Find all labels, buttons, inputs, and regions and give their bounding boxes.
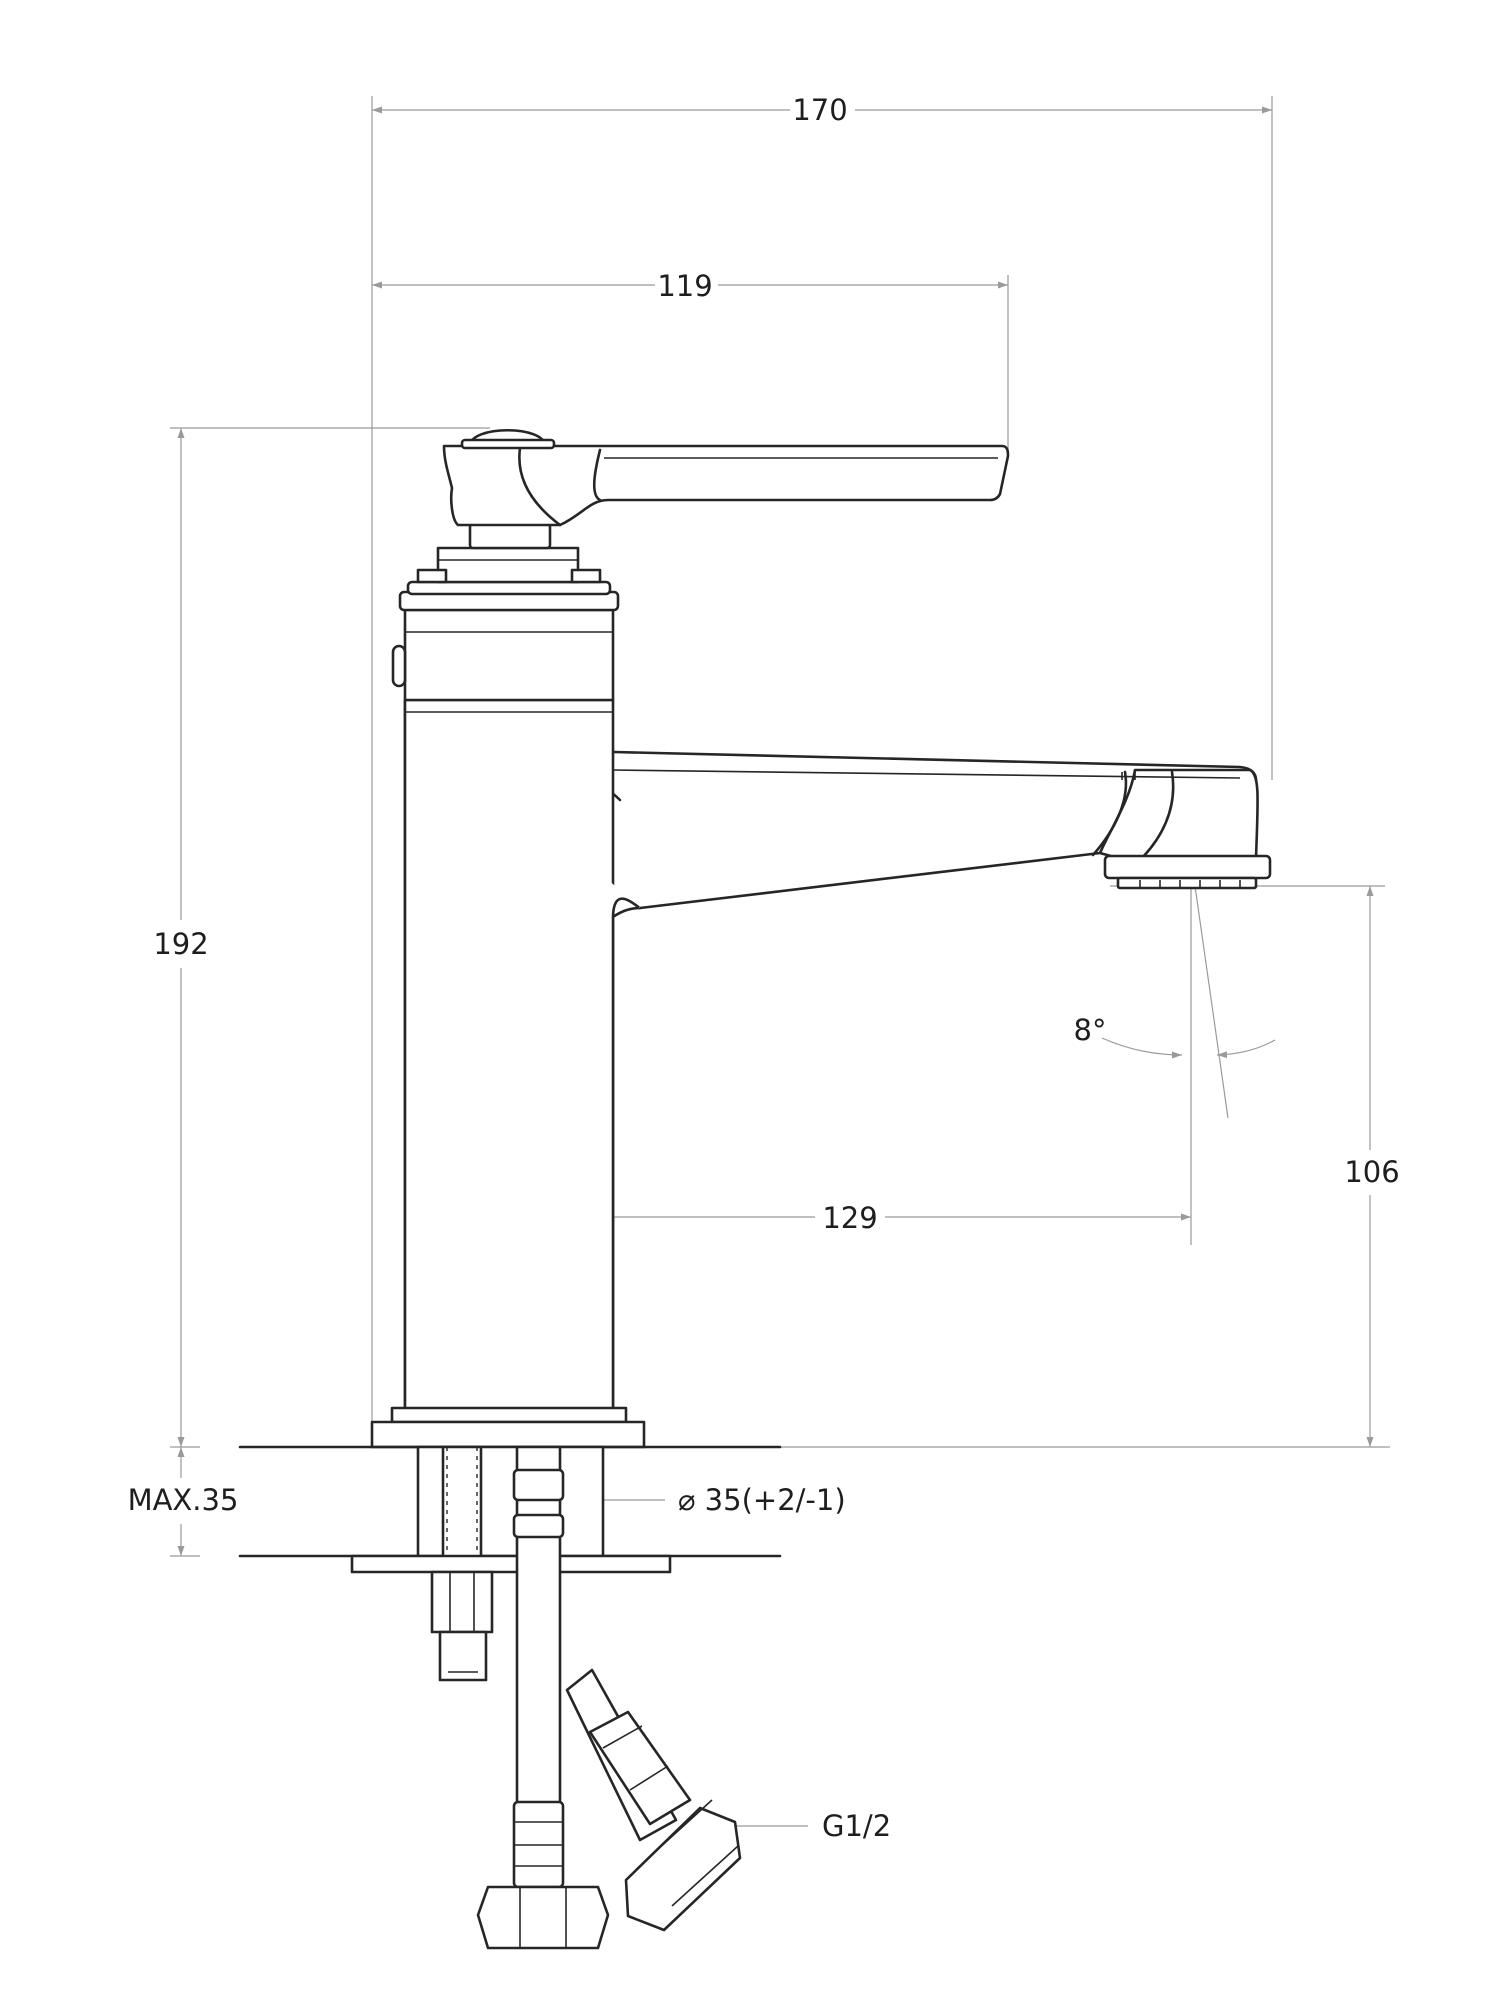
dimension-labels: 170 119 192 129 106 8° MAX.35 ⌀ 35(+2/-1… bbox=[128, 93, 1400, 1843]
mounting-hardware bbox=[238, 1445, 782, 1950]
aerator-holes bbox=[1139, 880, 1241, 888]
base-plate bbox=[370, 1420, 646, 1449]
label-total-height: 192 bbox=[153, 927, 208, 961]
label-handle-reach: 119 bbox=[657, 269, 712, 303]
label-overall-width: 170 bbox=[792, 93, 847, 127]
label-spout-height: 106 bbox=[1344, 1155, 1399, 1189]
hex-nut-cold bbox=[476, 1885, 610, 1950]
handle-lever bbox=[442, 444, 1010, 527]
aerator bbox=[1103, 854, 1272, 880]
label-spray-angle: 8° bbox=[1074, 1013, 1107, 1047]
label-spout-reach: 129 bbox=[822, 1201, 877, 1235]
cartridge-housing bbox=[403, 608, 615, 702]
washer-plate bbox=[350, 1554, 672, 1574]
supply-hose-cold bbox=[515, 1445, 562, 1809]
label-hole-diameter: ⌀ 35(+2/-1) bbox=[678, 1483, 846, 1517]
mounting-nut bbox=[430, 1570, 494, 1634]
base-flange bbox=[390, 1406, 628, 1424]
hex-nut-hot bbox=[624, 1806, 742, 1932]
faucet-body bbox=[370, 429, 1272, 1449]
label-max-thickness: MAX.35 bbox=[128, 1483, 239, 1517]
label-connection-thread: G1/2 bbox=[822, 1809, 891, 1843]
